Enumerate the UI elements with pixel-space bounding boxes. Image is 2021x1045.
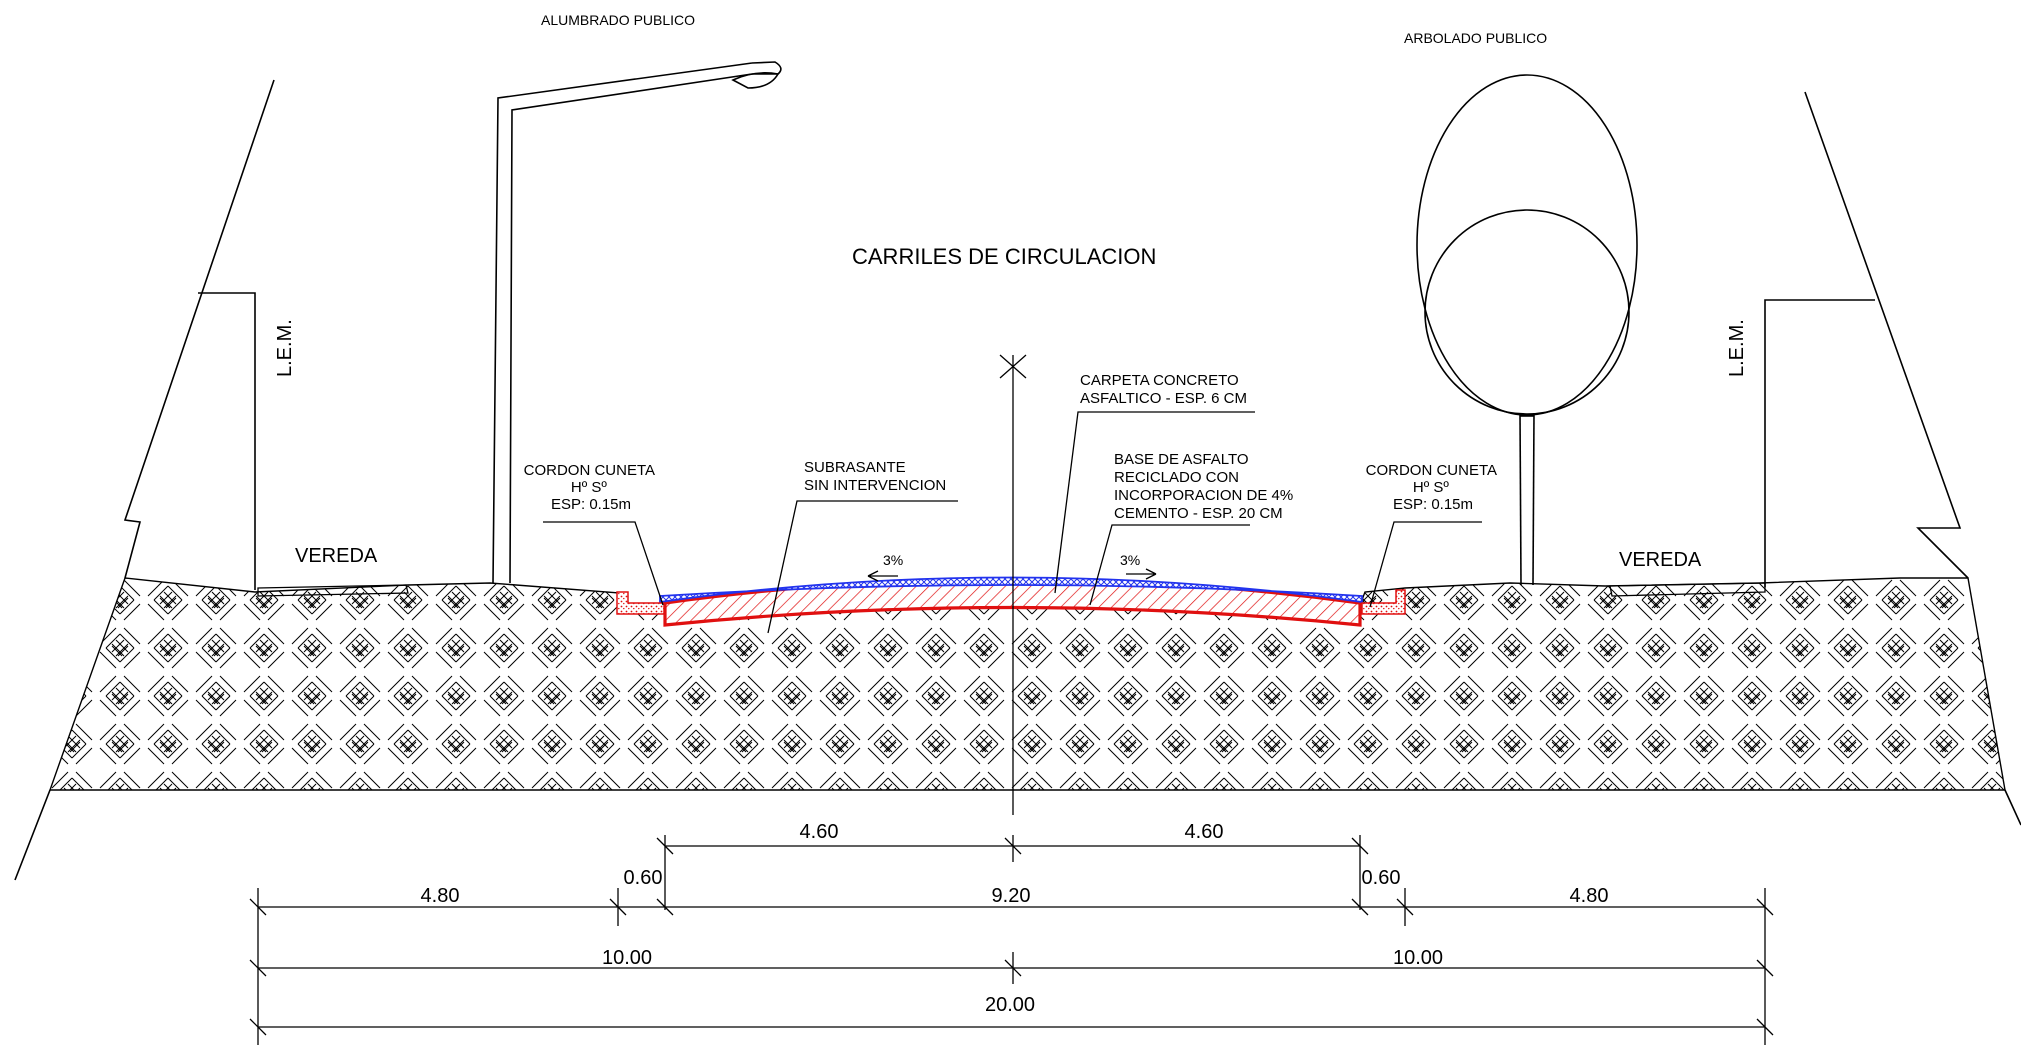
slope-arrow-left — [867, 570, 898, 582]
dim-gutter-right: 0.60 — [1362, 867, 1401, 889]
ground-fill — [49, 577, 2006, 791]
curb-label-left: CORDON CUNETA Hº Sº ESP: 0.15m — [524, 462, 659, 513]
dim-gutter-left: 0.60 — [624, 867, 663, 889]
dim-half-left: 10.00 — [602, 947, 652, 969]
curb-left — [616, 591, 665, 615]
ground-edge-lines — [14, 789, 2021, 881]
dim-sidewalk-left: 4.80 — [421, 885, 460, 907]
asphalt-layer — [659, 576, 1363, 604]
curb-label-right: CORDON CUNETA Hº Sº ESP: 0.15m — [1366, 462, 1501, 513]
slope-label-right: 3% — [1120, 552, 1140, 568]
dim-total: 20.00 — [985, 994, 1035, 1016]
title-label: CARRILES DE CIRCULACION — [852, 244, 1156, 269]
centerline — [999, 354, 1027, 815]
subgrade-label: SUBRASANTE SIN INTERVENCION — [804, 459, 946, 494]
building-outline-left — [123, 79, 275, 590]
slope-label-left: 3% — [883, 552, 903, 568]
dim-half-right: 10.00 — [1393, 947, 1443, 969]
street-lighting-label: ALUMBRADO PUBLICO — [541, 12, 695, 28]
street-light — [492, 61, 782, 584]
building-outline-right — [1764, 91, 1969, 587]
asphalt-layer-label: CARPETA CONCRETO ASFALTICO - ESP. 6 CM — [1080, 372, 1247, 407]
dimension-lines — [249, 835, 1774, 1045]
sidewalk-slab-right — [1609, 582, 1766, 597]
dim-lane-right: 4.60 — [1185, 821, 1224, 843]
curb-right — [1361, 589, 1406, 615]
sidewalk-label-left: VEREDA — [295, 545, 378, 567]
sidewalk-label-right: VEREDA — [1619, 549, 1702, 571]
dim-roadway: 9.20 — [992, 885, 1031, 907]
lem-label-left: L.E.M. — [274, 319, 296, 377]
base-layer-label: BASE DE ASFALTO RECICLADO CON INCORPORAC… — [1114, 451, 1297, 522]
lem-label-right: L.E.M. — [1726, 319, 1748, 377]
leader-lines — [543, 411, 1482, 634]
dim-sidewalk-right: 4.80 — [1570, 885, 1609, 907]
tree — [1416, 74, 1638, 586]
street-trees-label: ARBOLADO PUBLICO — [1404, 30, 1547, 46]
sidewalk-slab-left — [257, 584, 409, 597]
slope-arrow-right — [1126, 568, 1157, 580]
dim-lane-left: 4.60 — [800, 821, 839, 843]
